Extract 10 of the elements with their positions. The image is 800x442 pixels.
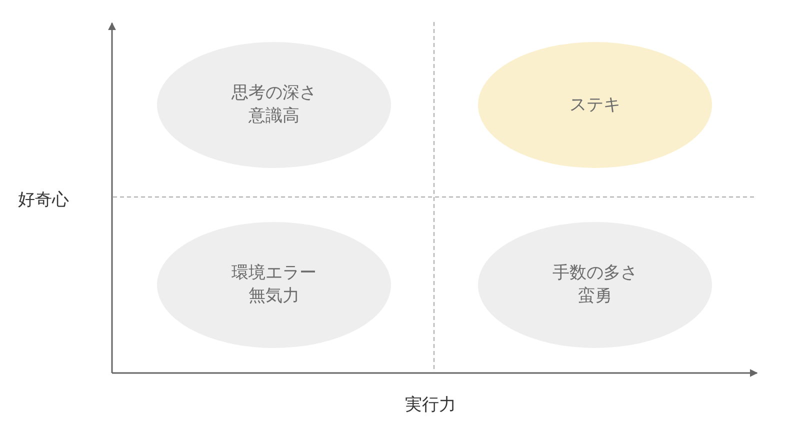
- quadrant-label: 意識高: [248, 105, 300, 128]
- quadrant-ellipse: [478, 42, 712, 168]
- quadrant-label: 蛮勇: [578, 285, 612, 308]
- quadrant-label: 環境エラー: [232, 262, 316, 285]
- quadrant-label: 思考の深さ: [232, 82, 316, 105]
- quadrant-label: ステキ: [570, 94, 620, 116]
- x-axis-label: 実行力: [405, 394, 456, 416]
- quadrant-label: 無気力: [248, 285, 300, 308]
- y-axis-label: 好奇心: [18, 189, 69, 211]
- quadrant-label: 手数の多さ: [552, 262, 638, 285]
